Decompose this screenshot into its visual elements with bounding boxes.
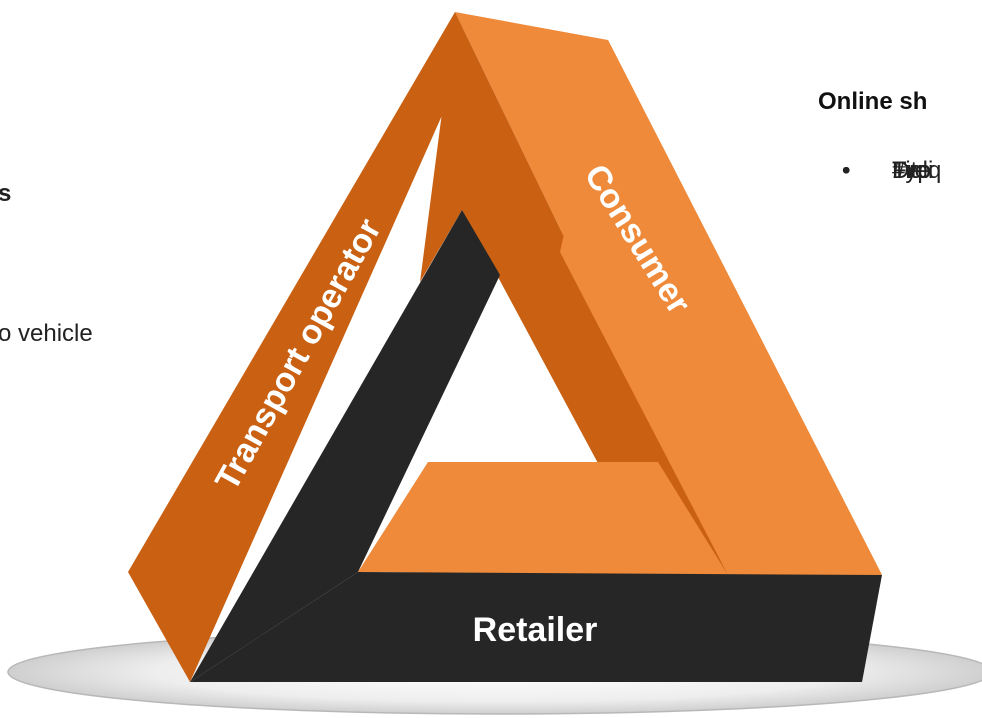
left-item: o vehicle — [0, 320, 93, 347]
bullet-dot-icon: • — [842, 157, 851, 184]
bullet-dot-icon: • — [842, 157, 851, 184]
triangle-left-face — [128, 12, 472, 682]
triangle-horizontal-bar — [358, 462, 728, 575]
left-heading: s — [0, 180, 12, 207]
bullet-dot-icon: • — [842, 157, 851, 184]
triangle-inner-black-face — [190, 210, 500, 682]
retailer-label: Retailer — [473, 611, 598, 649]
right-panel: Online sh •Freq •Deli •#ite •Typ — [818, 88, 941, 184]
triangle-bottom-face — [190, 572, 882, 682]
bullet-dot-icon: • — [842, 157, 851, 184]
triangle-inner-left-face — [420, 12, 728, 575]
triangle-inner-right-strip — [560, 40, 882, 575]
right-panel-title: Online sh — [818, 88, 928, 115]
